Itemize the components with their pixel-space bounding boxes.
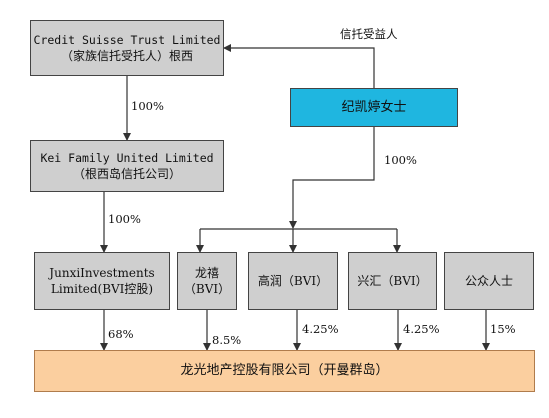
ji-kaiting-label: 纪凯婷女士 [341,99,407,115]
longguang-node: 龙光地产控股有限公司（开曼群岛） [34,350,535,392]
ji-to-bvi-label: 100% [384,153,417,167]
public-node: 公众人士 [444,252,534,310]
junxil-to-lg-label: 68% [108,327,134,341]
kei-family-node: Kei Family United Limited （根西岛信托公司） [30,140,224,192]
credit-suisse-name: Credit Suisse Trust Limited [33,33,221,47]
public-to-lg-label: 15% [490,322,516,336]
longxi-to-lg-label: 8.5% [212,333,242,347]
cs-to-kei-label: 100% [131,99,164,113]
longxi-label: 龙禧（BVI） [183,266,231,296]
public-label: 公众人士 [464,274,513,288]
kei-to-junxil-label: 100% [108,212,141,226]
ji-kaiting-node: 纪凯婷女士 [290,88,458,127]
xinghui-label: 兴汇（BVI） [357,274,428,288]
kei-family-desc: （根西岛信托公司） [72,167,181,181]
kei-family-name: Kei Family United Limited [40,151,214,165]
longxi-node: 龙禧（BVI） [177,252,237,310]
junxil-node: JunxiInvestments Limited(BVI控股) [34,252,170,310]
longguang-label: 龙光地产控股有限公司（开曼群岛） [180,363,389,378]
credit-suisse-node: Credit Suisse Trust Limited （家族信托受托人）根西 [30,20,224,76]
gaorun-to-lg-label: 4.25% [302,322,339,336]
gaorun-node: 高润（BVI） [248,252,338,310]
junxil-desc: Limited(BVI控股) [50,282,154,296]
junxil-name: JunxiInvestments [49,266,155,280]
xinghui-node: 兴汇（BVI） [348,252,437,310]
beneficiary-arrow [223,44,375,88]
xinghui-to-lg-label: 4.25% [403,322,440,336]
gaorun-label: 高润（BVI） [257,274,329,288]
ji-to-bus-arrow [289,127,375,229]
beneficiary-label: 信托受益人 [340,27,398,41]
credit-suisse-desc: （家族信托受托人）根西 [60,49,193,63]
